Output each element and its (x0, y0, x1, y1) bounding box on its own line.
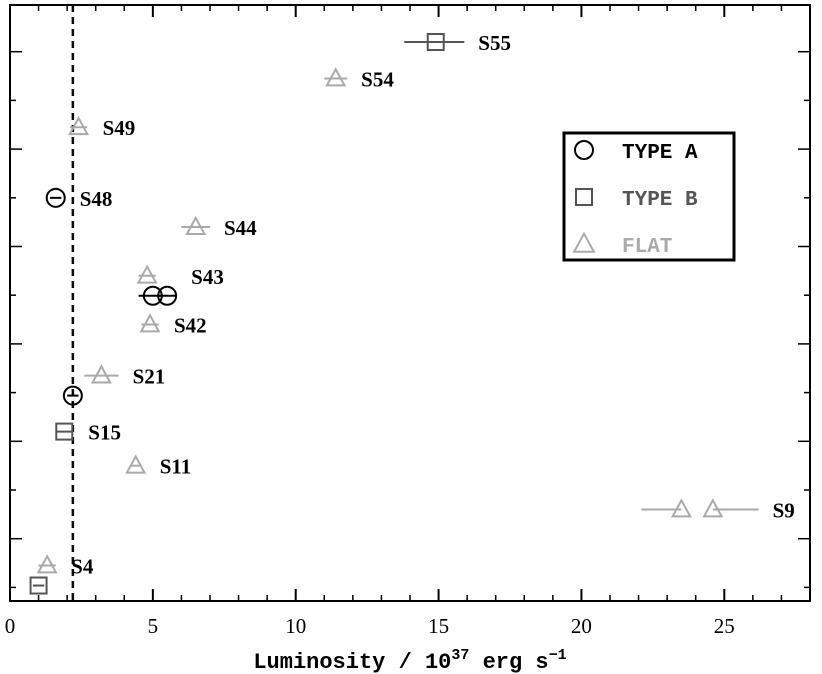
x-tick-label: 20 (571, 614, 592, 638)
point-label-s54: S54 (361, 68, 394, 92)
legend-label: FLAT (622, 236, 672, 259)
legend-label: TYPE B (622, 189, 698, 212)
marker-flat (136, 264, 158, 284)
source-s11: S11 (125, 454, 192, 479)
point-label-s21: S21 (133, 365, 166, 389)
x-tick-label: 15 (428, 614, 449, 638)
point-label-s55: S55 (478, 31, 511, 55)
source-s48: S48 (45, 187, 113, 211)
x-tick-label: 5 (148, 614, 159, 638)
source-s21: S21 (62, 364, 166, 406)
marker-flat (702, 498, 724, 518)
legend: TYPE A TYPE B FLAT (562, 131, 736, 262)
marker-type-b (426, 33, 445, 51)
x-tick-label: 25 (714, 614, 735, 638)
point-label-s11: S11 (160, 455, 192, 479)
source-s9: S9 (641, 498, 795, 523)
marker-type-b (55, 422, 74, 441)
y-ticks (10, 50, 810, 589)
source-s54: S54 (324, 67, 394, 92)
source-s55: S55 (404, 31, 511, 55)
source-s42: S42 (139, 313, 207, 337)
legend-item-square: TYPE B (575, 188, 698, 212)
source-s49: S49 (68, 115, 136, 140)
x-axis-title-unit-exp: −1 (549, 647, 567, 664)
x-axis-title-text: Luminosity / 10 (253, 650, 451, 674)
point-label-s43: S43 (191, 265, 224, 289)
point-label-s9: S9 (773, 499, 795, 523)
x-axis: 0 5 10 15 20 25 (5, 5, 811, 638)
marker-flat (90, 364, 112, 384)
point-label-s48: S48 (80, 187, 113, 211)
marker-flat (572, 231, 596, 253)
marker-type-a (62, 385, 83, 406)
x-tick-label: 0 (5, 614, 16, 638)
legend-item-triangle: FLAT (572, 231, 672, 259)
source-s4: S4 (29, 554, 94, 595)
marker-flat (139, 313, 161, 333)
legend-item-circle: TYPE A (574, 140, 698, 165)
marker-flat (125, 454, 147, 474)
legend-label: TYPE A (622, 142, 698, 165)
marker-flat (68, 115, 90, 136)
marker-type-b (29, 576, 48, 595)
marker-flat (670, 498, 692, 518)
point-label-s15: S15 (88, 421, 121, 445)
marker-flat (325, 67, 347, 87)
point-label-s49: S49 (103, 116, 136, 140)
x-tick-label: 10 (285, 614, 306, 638)
point-label-s42: S42 (174, 313, 207, 337)
plot-frame (9, 4, 811, 602)
point-label-s4: S4 (71, 555, 94, 579)
x-axis-title-unit: erg s (469, 650, 548, 674)
x-axis-title: Luminosity / 1037 erg s−1 (253, 647, 566, 674)
marker-flat (185, 215, 207, 235)
marker-type-a (157, 285, 178, 306)
point-label-s44: S44 (224, 216, 257, 240)
source-s43: S43 (136, 264, 224, 306)
marker-type-a (574, 140, 594, 160)
marker-type-b (575, 188, 593, 206)
marker-flat (36, 554, 58, 574)
source-s15: S15 (55, 421, 121, 445)
x-axis-title-exp: 37 (451, 647, 469, 664)
marker-type-a (45, 187, 66, 208)
source-s44: S44 (181, 215, 257, 240)
